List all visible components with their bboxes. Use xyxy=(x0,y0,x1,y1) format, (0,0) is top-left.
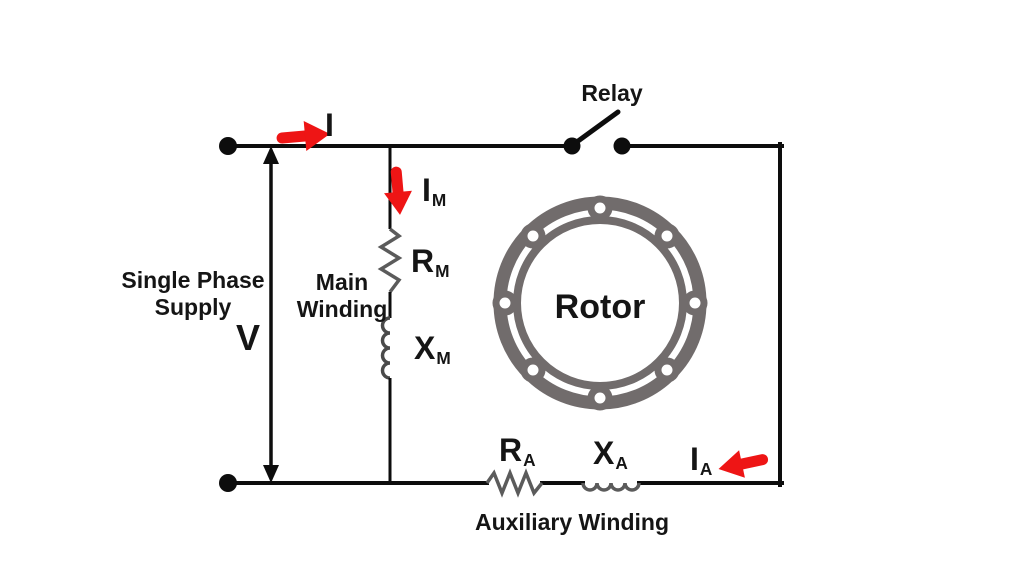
line-current-label: I xyxy=(325,107,334,143)
main-winding-label: Main Winding xyxy=(296,269,388,323)
main-current-label: IM xyxy=(422,172,447,210)
rotor-bar xyxy=(587,195,613,221)
rotor-bar xyxy=(520,357,546,383)
main-resistance-label: RM xyxy=(411,243,450,281)
rotor-symbol xyxy=(492,195,708,411)
rotor-bar xyxy=(587,385,613,411)
rotor-bar xyxy=(520,223,546,249)
aux-current-arrow-icon xyxy=(718,450,769,478)
rotor-bar xyxy=(654,357,680,383)
main-current-arrow-icon xyxy=(384,166,412,215)
main-inductor-symbol xyxy=(380,316,391,380)
aux-inductor-symbol xyxy=(581,482,641,492)
single-phase-supply-label: Single Phase Supply xyxy=(121,267,265,321)
rotor-bar xyxy=(492,290,518,316)
supply-terminal-bottom xyxy=(219,474,237,492)
aux-resistor-symbol xyxy=(485,468,544,498)
voltage-arrow xyxy=(263,146,279,483)
voltage-label: V xyxy=(236,317,261,358)
relay-lever xyxy=(571,109,621,147)
supply-terminal-top xyxy=(219,137,237,155)
main-reactance-label: XM xyxy=(414,330,451,368)
aux-winding-label: Auxiliary Winding xyxy=(474,509,670,535)
relay-contact-right xyxy=(613,137,631,155)
relay-label: Relay xyxy=(581,80,643,106)
rotor-label: Rotor xyxy=(554,288,646,326)
aux-current-label: IA xyxy=(690,441,713,479)
rotor-bar xyxy=(682,290,708,316)
main-resistor-symbol xyxy=(377,227,403,294)
aux-resistance-label: RA xyxy=(499,432,536,470)
relay-switch xyxy=(563,109,631,155)
line-current-arrow-icon xyxy=(276,121,330,151)
rotor-bar xyxy=(654,223,680,249)
relay-contact-left xyxy=(563,137,581,155)
aux-reactance-label: XA xyxy=(593,435,628,473)
